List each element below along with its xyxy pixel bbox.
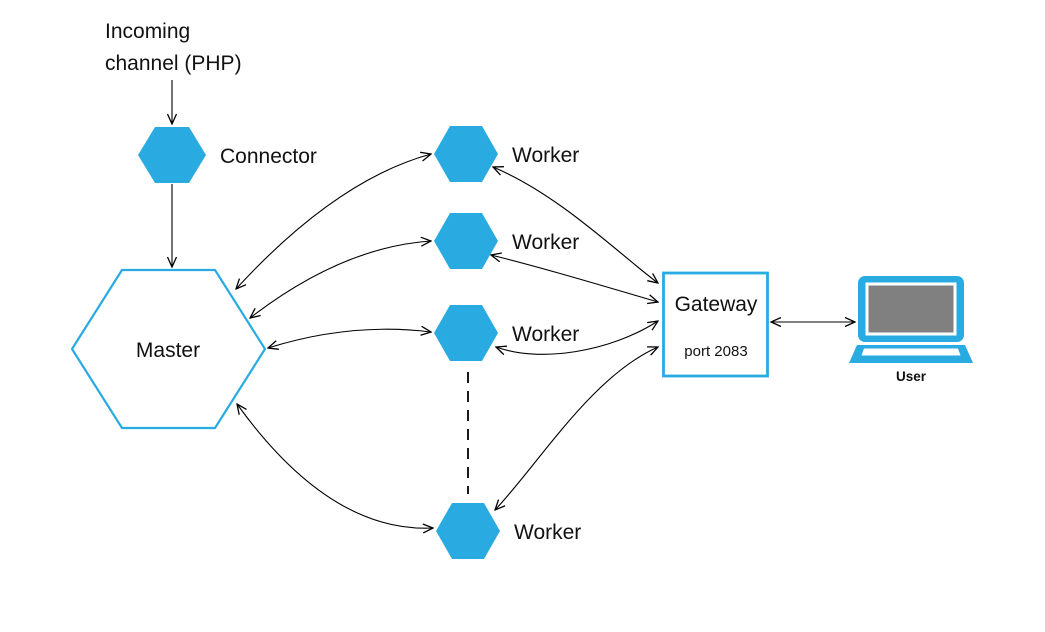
- master-hexagon: [70, 268, 267, 430]
- worker4-hexagon: [436, 503, 500, 559]
- gateway-box: [662, 271, 769, 378]
- edge-worker1-gateway: [493, 167, 658, 283]
- edge-worker4-gateway: [495, 347, 658, 510]
- laptop-icon: [849, 276, 973, 363]
- worker2-label: Worker: [512, 231, 579, 254]
- laptop-screen: [868, 285, 954, 333]
- edge-master-worker-3: [268, 329, 431, 348]
- user-label: User: [896, 369, 927, 384]
- connector-hexagon: [138, 127, 206, 183]
- worker3-hexagon: [434, 305, 498, 361]
- edge-master-worker-4: [237, 404, 433, 528]
- laptop-base-slot: [861, 348, 961, 356]
- worker1-hexagon: [434, 126, 498, 182]
- master-label: Master: [136, 339, 200, 362]
- worker1-label: Worker: [512, 144, 579, 167]
- connector-label: Connector: [220, 145, 317, 168]
- worker2-hexagon: [434, 213, 498, 269]
- incoming-channel-label-line1: Incoming: [105, 20, 190, 43]
- worker3-label: Worker: [512, 323, 579, 346]
- gateway-title: Gateway: [675, 293, 758, 316]
- incoming-channel-label-line2: channel (PHP): [105, 52, 242, 75]
- worker4-label: Worker: [514, 521, 581, 544]
- gateway-port-label: port 2083: [684, 343, 747, 360]
- edge-master-worker-2: [250, 241, 431, 318]
- edge-worker2-gateway: [491, 255, 658, 302]
- edge-master-worker-1: [236, 154, 431, 289]
